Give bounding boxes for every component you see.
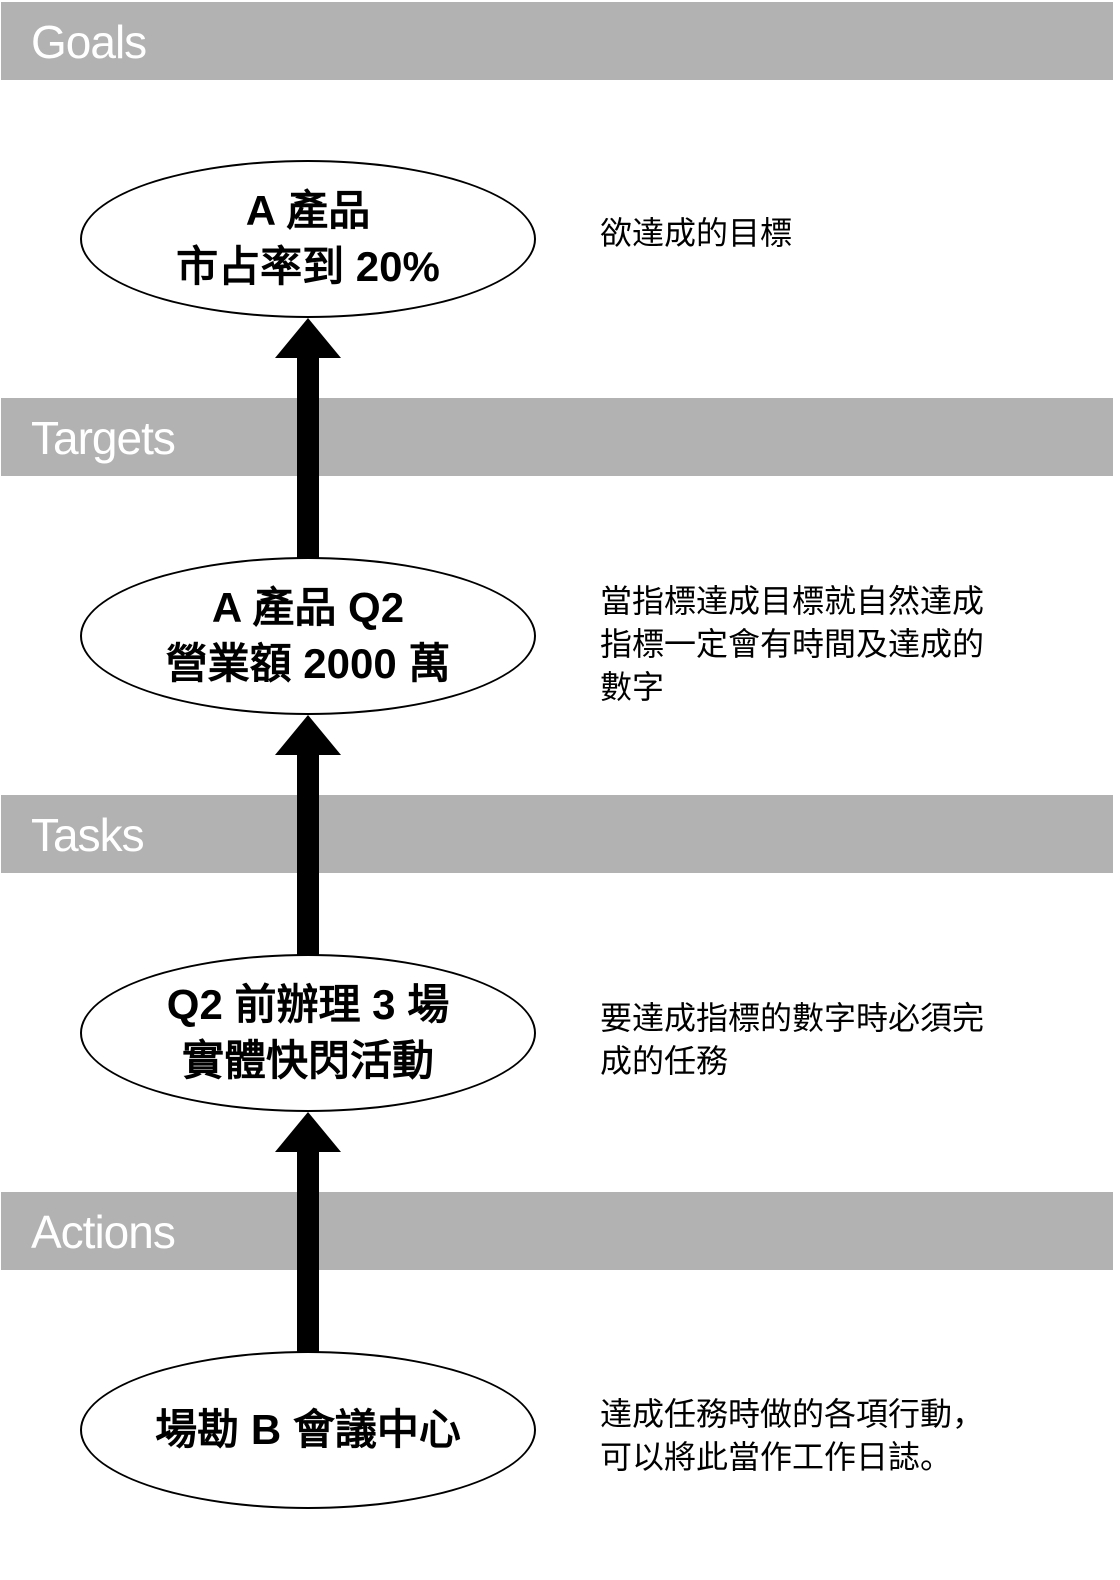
- action-description-line-2: 可以將此當作工作日誌。: [600, 1439, 953, 1475]
- task-node-line-2: 實體快閃活動: [181, 1037, 434, 1084]
- task-node-line-1: Q2 前辦理 3 場: [166, 981, 450, 1028]
- band-targets: Targets: [1, 398, 1113, 476]
- action-node-line-1: 場勘 B 會議中心: [155, 1406, 461, 1453]
- goal-description: 欲達成的目標: [600, 212, 1040, 255]
- task-node: Q2 前辦理 3 場 實體快閃活動: [80, 954, 536, 1112]
- arrow-up-icon: [275, 715, 341, 955]
- target-node: A 產品 Q2 營業額 2000 萬: [80, 557, 536, 715]
- action-description: 達成任務時做的各項行動， 可以將此當作工作日誌。: [600, 1393, 1040, 1479]
- task-description-line-2: 成的任務: [600, 1043, 729, 1079]
- band-label-targets: Targets: [31, 412, 176, 464]
- band-actions: Actions: [1, 1192, 1113, 1270]
- band-label-goals: Goals: [31, 16, 147, 68]
- target-description-line-3: 數字: [600, 669, 665, 705]
- band-tasks: Tasks: [1, 795, 1113, 873]
- band-goals: Goals: [1, 2, 1113, 80]
- goal-node-line-1: A 產品: [245, 187, 371, 234]
- arrow-up-icon: [275, 318, 341, 558]
- goal-description-line-1: 欲達成的目標: [600, 215, 793, 251]
- action-node: 場勘 B 會議中心: [80, 1351, 536, 1509]
- task-description-line-1: 要達成指標的數字時必須完: [600, 1000, 985, 1036]
- arrow-up-icon: [275, 1112, 341, 1352]
- action-description-line-1: 達成任務時做的各項行動，: [600, 1396, 985, 1432]
- target-node-line-2: 營業額 2000 萬: [165, 640, 451, 687]
- task-description: 要達成指標的數字時必須完 成的任務: [600, 997, 1040, 1083]
- target-description-line-1: 當指標達成目標就自然達成: [600, 583, 985, 619]
- goal-node: A 產品 市占率到 20%: [80, 160, 536, 318]
- target-node-line-1: A 產品 Q2: [211, 584, 405, 631]
- band-label-actions: Actions: [31, 1206, 176, 1258]
- target-description-line-2: 指標一定會有時間及達成的: [600, 626, 985, 662]
- target-description: 當指標達成目標就自然達成 指標一定會有時間及達成的 數字: [600, 580, 1040, 709]
- goal-node-line-2: 市占率到 20%: [176, 243, 440, 290]
- band-label-tasks: Tasks: [31, 809, 145, 861]
